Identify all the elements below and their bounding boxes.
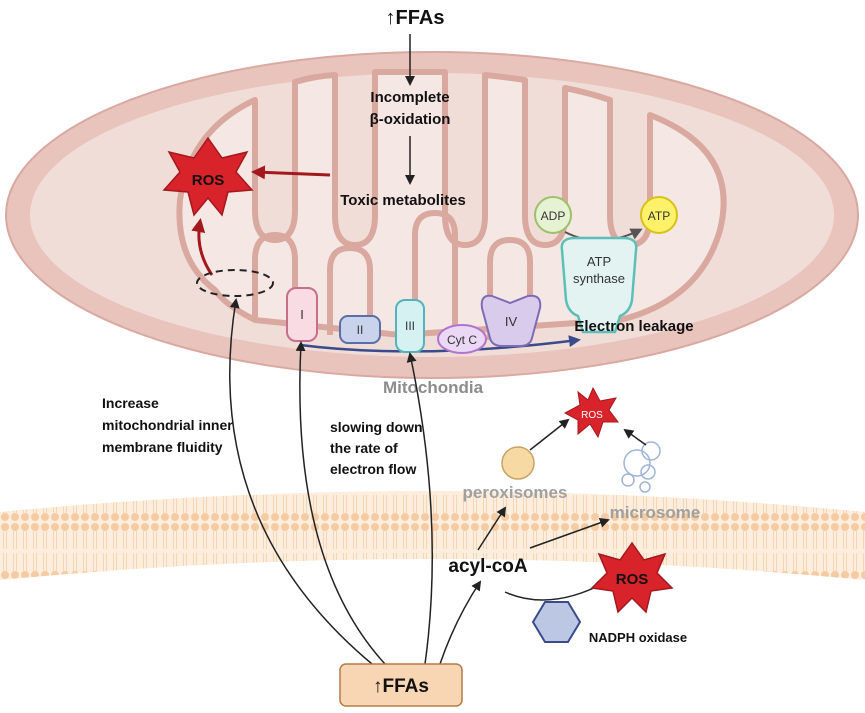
ros-small-label: ROS [581, 410, 603, 421]
ros-mito-star [162, 136, 254, 217]
atp-synthase [560, 236, 638, 334]
complex-iv [480, 294, 542, 347]
atp-label: ATP [648, 209, 670, 223]
electron-flow-line3: electron flow [330, 461, 416, 477]
complex-ii [339, 315, 381, 344]
acyl-coa-label: acyl-coA [448, 556, 527, 577]
microsome-icon [621, 441, 661, 493]
electron-leakage-label: Electron leakage [574, 318, 693, 335]
incomplete-oxidation-line2: β-oxidation [370, 111, 451, 128]
atp-synthase-line1: ATP [587, 254, 611, 269]
membrane-pore-icon [196, 269, 274, 297]
top-ffas-label: ↑FFAs [386, 7, 445, 29]
complex-i [286, 287, 318, 342]
ros-mito-label: ROS [192, 172, 225, 189]
adp-circle [534, 196, 572, 234]
arrow-ffas-to-complex-i [295, 341, 386, 665]
arrow-pore-to-ros [191, 218, 214, 276]
peroxisome-icon [501, 446, 535, 480]
nadph-oxidase-label: NADPH oxidase [589, 630, 687, 645]
electron-flow-line2: the rate of [330, 440, 398, 456]
cyt-c [437, 324, 487, 354]
incomplete-oxidation-line1: Incomplete [370, 89, 449, 106]
arrow-microsome-to-ros [623, 428, 647, 446]
fluidity-line3: membrane fluidity [102, 439, 223, 455]
peroxisomes-label: peroxisomes [463, 483, 568, 502]
complex-iii-label: III [405, 319, 415, 333]
ros-large-star [590, 541, 674, 614]
atp-synthase-line2: synthase [573, 271, 625, 286]
toxic-metabolites-label: Toxic metabolites [340, 192, 466, 209]
complex-iii [395, 299, 425, 353]
ros-small-star [563, 386, 619, 439]
mitochondria-label: Mitochondia [383, 378, 484, 397]
complex-ii-label: II [357, 323, 364, 337]
arrow-ffas-to-acyl-coa [439, 580, 482, 665]
bottom-ffas-label: ↑FFAs [373, 676, 429, 697]
fluidity-line1: Increase [102, 395, 159, 411]
arrow-acyl-to-microsome [529, 517, 610, 549]
bottom-ffas-box [339, 663, 463, 707]
microsome-label: microsome [610, 503, 701, 522]
arrow-ffas-to-pore [229, 298, 373, 665]
cyt-c-label: Cyt C [447, 333, 477, 347]
arrow-peroxisome-to-ros [529, 418, 570, 451]
electron-flow-arrow [299, 335, 581, 353]
fluidity-line2: mitochondrial inner [102, 417, 233, 433]
atp-circle [640, 196, 678, 234]
arrow-ffas-to-complex-iii [406, 352, 433, 665]
arrow-acyl-to-peroxisomes [477, 506, 507, 551]
complex-iv-label: IV [505, 314, 518, 329]
ros-large-label: ROS [616, 571, 649, 588]
electron-flow-line1: slowing down [330, 419, 423, 435]
adp-label: ADP [541, 209, 566, 223]
nadph-oxidase-icon [531, 601, 582, 643]
arrow-acyl-to-ros [504, 581, 608, 601]
complex-i-label: I [300, 307, 304, 322]
arrow-metabolites-to-ros [251, 165, 331, 180]
